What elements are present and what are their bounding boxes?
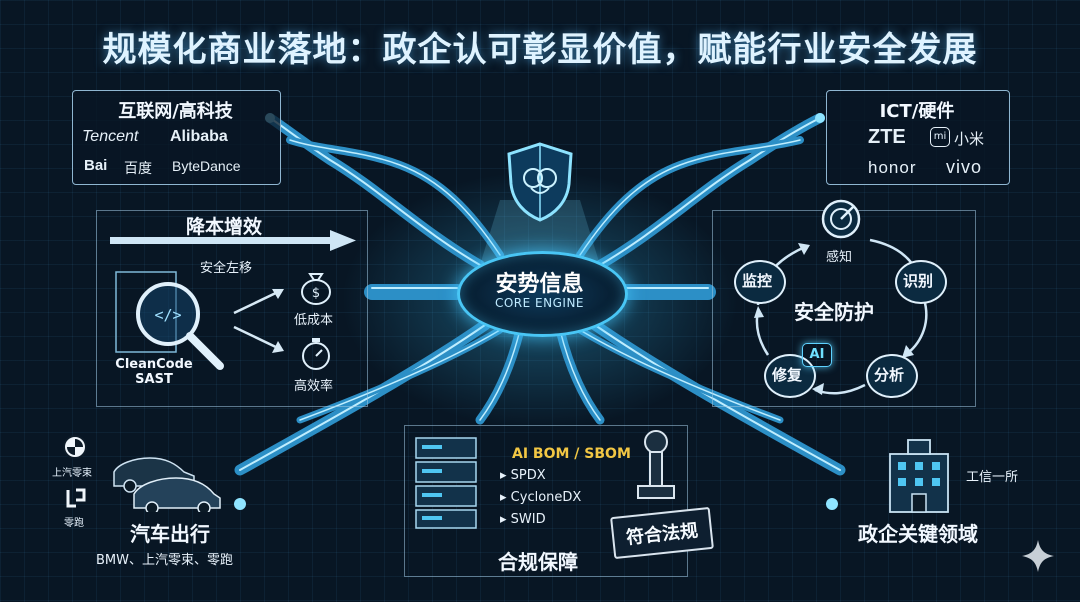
tencent-logo: Tencent <box>82 128 139 145</box>
step-analyze-node <box>866 354 918 398</box>
bom-item-swid-row: ▸ SWID <box>500 512 546 527</box>
shield-brain-icon <box>507 142 573 222</box>
svg-text:$: $ <box>312 286 320 301</box>
bom-item-swid: SWID <box>510 512 546 527</box>
code-glyph: </> <box>154 306 181 324</box>
target-icon <box>821 199 861 239</box>
stamp-icon <box>637 430 675 499</box>
step-analyze: 分析 <box>874 366 905 384</box>
building-label: 工信一所 <box>966 470 1019 485</box>
bytedance-logo: ByteDance <box>172 158 241 174</box>
compliance-frame <box>404 425 688 577</box>
baidu-logo: Bai <box>84 157 108 174</box>
alibaba-logo: Alibaba <box>170 128 228 145</box>
magnifier-code-icon: </> <box>115 271 224 370</box>
core-sublabel: CORE ENGINE <box>494 296 584 310</box>
internet-heading: 互联网/高科技 <box>118 101 233 122</box>
step-identify-node <box>895 260 947 304</box>
step-sense: 感知 <box>826 250 853 265</box>
leapmotor-logo-icon <box>66 488 86 508</box>
leapmotor-label: 零跑 <box>64 518 84 529</box>
money-bag-icon: $ <box>301 273 331 305</box>
building-icon <box>889 439 949 513</box>
zte-logo: ZTE <box>868 126 906 148</box>
baidu-cn-logo: 百度 <box>124 160 152 176</box>
shift-left-label: 安全左移 <box>200 261 253 276</box>
gov-label: 政企关键领域 <box>858 522 978 546</box>
step-monitor: 监控 <box>742 272 773 290</box>
sparkle-icon <box>1022 540 1054 572</box>
honor-logo: honor <box>868 158 917 177</box>
ict-heading: ICT/硬件 <box>879 101 955 122</box>
page-title: 规模化商业落地：政企认可彰显价值，赋能行业安全发展 <box>102 30 978 70</box>
auto-customers: BMW、上汽零束、零跑 <box>96 553 233 568</box>
arrow-right-icon <box>110 230 356 251</box>
cost-heading: 降本增效 <box>186 216 263 238</box>
high-efficiency-label: 高效率 <box>294 379 334 394</box>
protection-center: 安全防护 <box>794 300 874 324</box>
server-stack-icon <box>415 437 477 529</box>
mi-logo: mi <box>930 127 950 147</box>
bom-item-spdx-row: ▸ SPDX <box>500 468 546 483</box>
bmw-logo-icon <box>63 435 87 459</box>
step-monitor-node <box>734 260 786 304</box>
vivo-logo: vivo <box>946 157 983 177</box>
step-repair-node <box>764 354 816 398</box>
step-identify: 识别 <box>903 272 934 290</box>
cost-frame <box>96 210 368 407</box>
step-repair: 修复 <box>772 366 803 384</box>
auto-label: 汽车出行 <box>130 522 210 546</box>
car-icon <box>113 457 221 512</box>
cleancode-label: CleanCode SAST <box>115 357 193 387</box>
core-engine <box>457 251 628 337</box>
benefit-arrows <box>233 289 284 353</box>
low-cost-label: 低成本 <box>294 313 334 328</box>
xiaomi-logo: 小米 <box>954 131 985 148</box>
stopwatch-icon <box>302 338 330 370</box>
bom-item-cyclonedx: CycloneDX <box>510 490 582 505</box>
ai-badge: AI <box>802 343 832 367</box>
internet-box <box>72 90 281 185</box>
ict-box <box>826 90 1010 185</box>
core-label: 安势信息 <box>495 272 584 297</box>
bom-item-cyclonedx-row: ▸ CycloneDX <box>500 490 582 505</box>
saic-label: 上汽零束 <box>52 468 92 479</box>
compliance-label: 合规保障 <box>498 550 578 574</box>
bom-heading: AI BOM / SBOM <box>512 446 631 462</box>
bom-item-spdx: SPDX <box>510 468 546 483</box>
